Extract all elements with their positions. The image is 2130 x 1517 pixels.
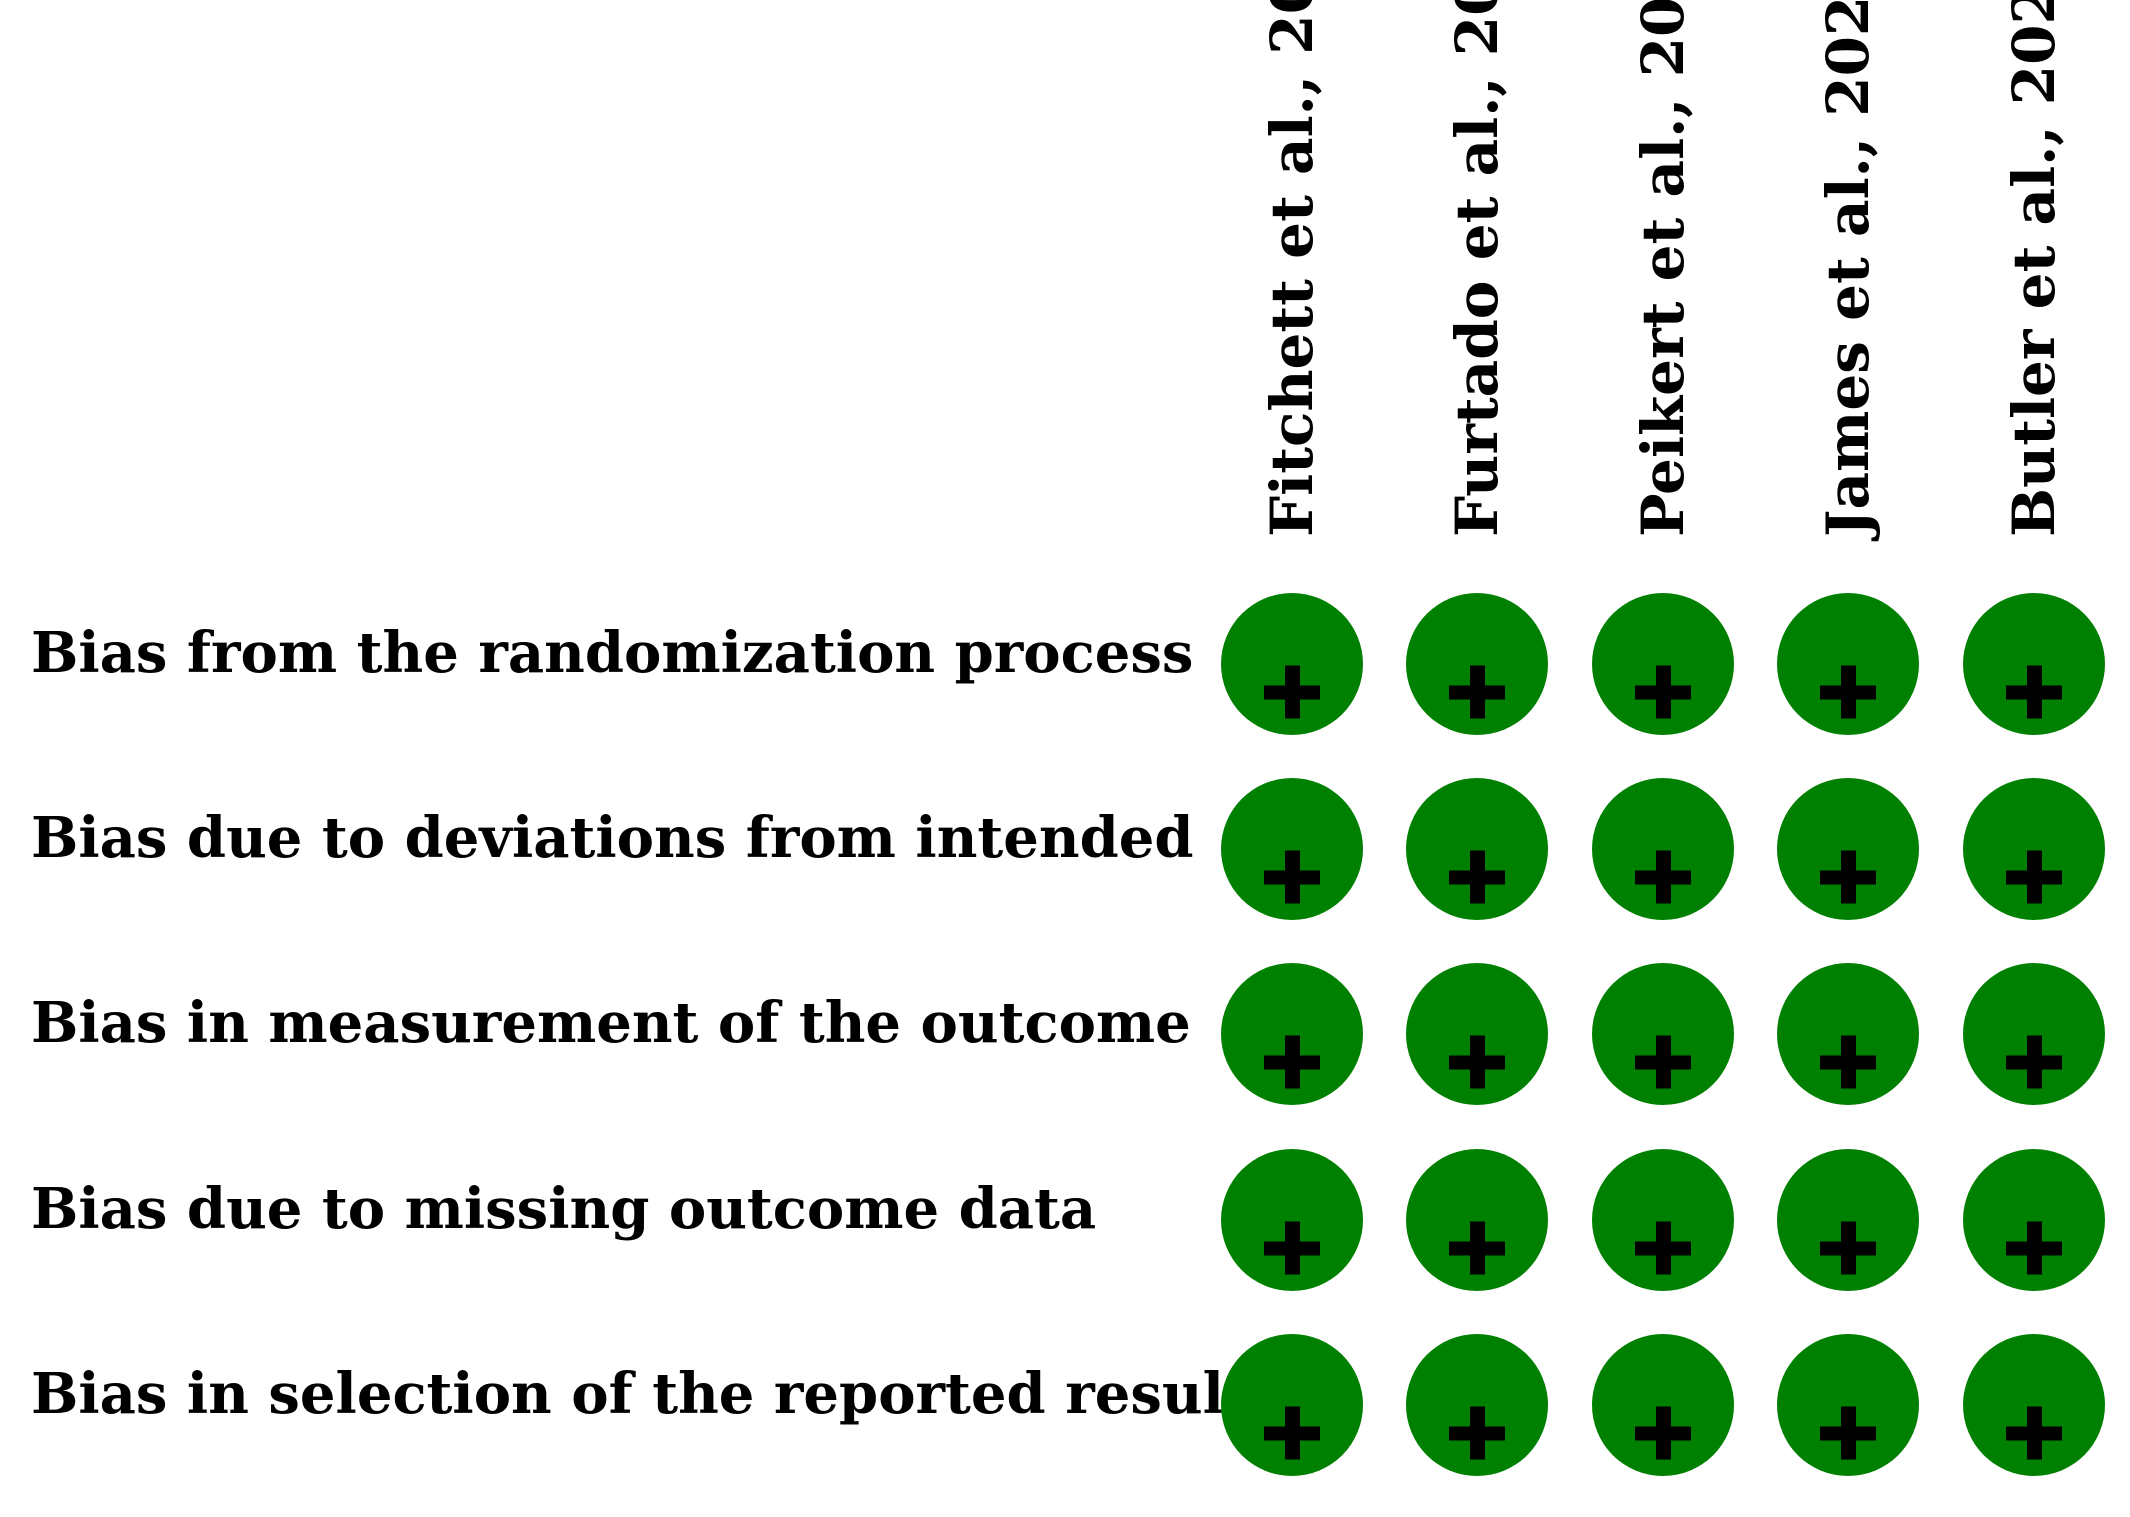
bias-domain-label: Bias due to missing outcome data	[31, 1176, 1097, 1242]
judgment-circle-low: +	[1406, 778, 1548, 920]
judgment-circle-low: +	[1221, 778, 1363, 920]
judgment-circle-low: +	[1777, 778, 1919, 920]
plus-icon: +	[1449, 665, 1505, 719]
plus-icon: +	[1264, 665, 1320, 719]
plus-icon: +	[1820, 1406, 1876, 1460]
judgment-circle-low: +	[1777, 963, 1919, 1105]
judgment-circle-low: +	[1777, 1149, 1919, 1291]
bias-domain-label: Bias in selection of the reported result	[31, 1361, 1250, 1427]
study-column-header: Fitchett et al., 2019	[1258, 0, 1326, 537]
plus-icon: +	[1635, 1406, 1691, 1460]
plus-icon: +	[2006, 1221, 2062, 1275]
judgment-circle-low: +	[1221, 1334, 1363, 1476]
judgment-circle-low: +	[1221, 1149, 1363, 1291]
judgment-circle-low: +	[1592, 778, 1734, 920]
plus-icon: +	[1449, 1035, 1505, 1089]
plus-icon: +	[1449, 1221, 1505, 1275]
bias-domain-label: Bias from the randomization process	[31, 620, 1194, 686]
judgment-circle-low: +	[1592, 1149, 1734, 1291]
study-column-header: Butler et al., 2024	[2000, 0, 2068, 537]
judgment-circle-low: +	[1592, 593, 1734, 735]
plus-icon: +	[1264, 850, 1320, 904]
study-column-header: James et al., 2024	[1814, 0, 1882, 537]
judgment-circle-low: +	[1221, 963, 1363, 1105]
study-column-header: Furtado et al., 2019	[1443, 0, 1511, 537]
judgment-circle-low: +	[1963, 1149, 2105, 1291]
plus-icon: +	[1449, 850, 1505, 904]
plus-icon: +	[2006, 1406, 2062, 1460]
bias-domain-label: Bias due to deviations from intended	[31, 805, 1194, 871]
plus-icon: +	[1264, 1221, 1320, 1275]
plus-icon: +	[1264, 1035, 1320, 1089]
judgment-circle-low: +	[1592, 1334, 1734, 1476]
plus-icon: +	[1820, 665, 1876, 719]
plus-icon: +	[1635, 1035, 1691, 1089]
bias-domain-label: Bias in measurement of the outcome	[31, 990, 1191, 1056]
plus-icon: +	[2006, 665, 2062, 719]
judgment-circle-low: +	[1406, 963, 1548, 1105]
plus-icon: +	[1635, 1221, 1691, 1275]
judgment-circle-low: +	[1592, 963, 1734, 1105]
plus-icon: +	[2006, 850, 2062, 904]
judgment-circle-low: +	[1963, 778, 2105, 920]
plus-icon: +	[1820, 850, 1876, 904]
plus-icon: +	[2006, 1035, 2062, 1089]
plus-icon: +	[1449, 1406, 1505, 1460]
study-column-header: Peikert et al., 2023	[1629, 0, 1697, 537]
plus-icon: +	[1820, 1035, 1876, 1089]
plus-icon: +	[1635, 850, 1691, 904]
judgment-circle-low: +	[1406, 1334, 1548, 1476]
judgment-circle-low: +	[1406, 593, 1548, 735]
judgment-circle-low: +	[1406, 1149, 1548, 1291]
judgment-circle-low: +	[1777, 593, 1919, 735]
judgment-circle-low: +	[1777, 1334, 1919, 1476]
judgment-circle-low: +	[1963, 1334, 2105, 1476]
plus-icon: +	[1635, 665, 1691, 719]
judgment-circle-low: +	[1963, 963, 2105, 1105]
judgment-circle-low: +	[1221, 593, 1363, 735]
plus-icon: +	[1820, 1221, 1876, 1275]
plus-icon: +	[1264, 1406, 1320, 1460]
judgment-circle-low: +	[1963, 593, 2105, 735]
